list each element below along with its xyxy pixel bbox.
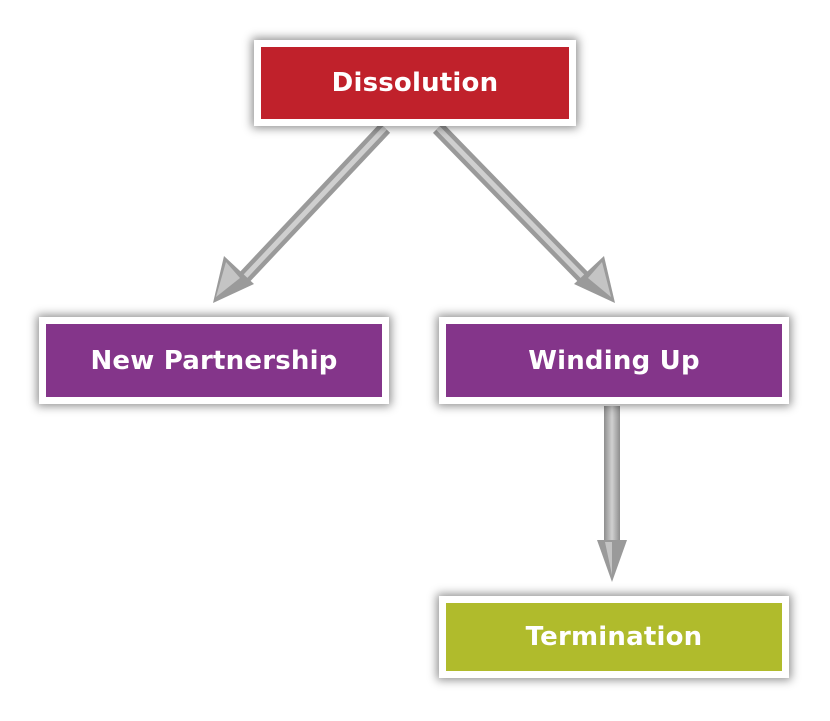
node-termination: Termination xyxy=(439,596,789,678)
node-new-partnership-label: New Partnership xyxy=(90,345,338,376)
arrow-winding-up-to-termination xyxy=(597,406,627,582)
node-new-partnership: New Partnership xyxy=(39,317,389,404)
node-winding-up: Winding Up xyxy=(439,317,789,404)
arrow-dissolution-to-winding-up xyxy=(432,123,615,303)
node-termination-label: Termination xyxy=(525,622,703,652)
node-dissolution-label: Dissolution xyxy=(331,68,499,98)
node-winding-up-label: Winding Up xyxy=(528,345,700,376)
arrow-dissolution-to-new-partnership xyxy=(213,123,391,303)
node-dissolution: Dissolution xyxy=(254,40,576,126)
